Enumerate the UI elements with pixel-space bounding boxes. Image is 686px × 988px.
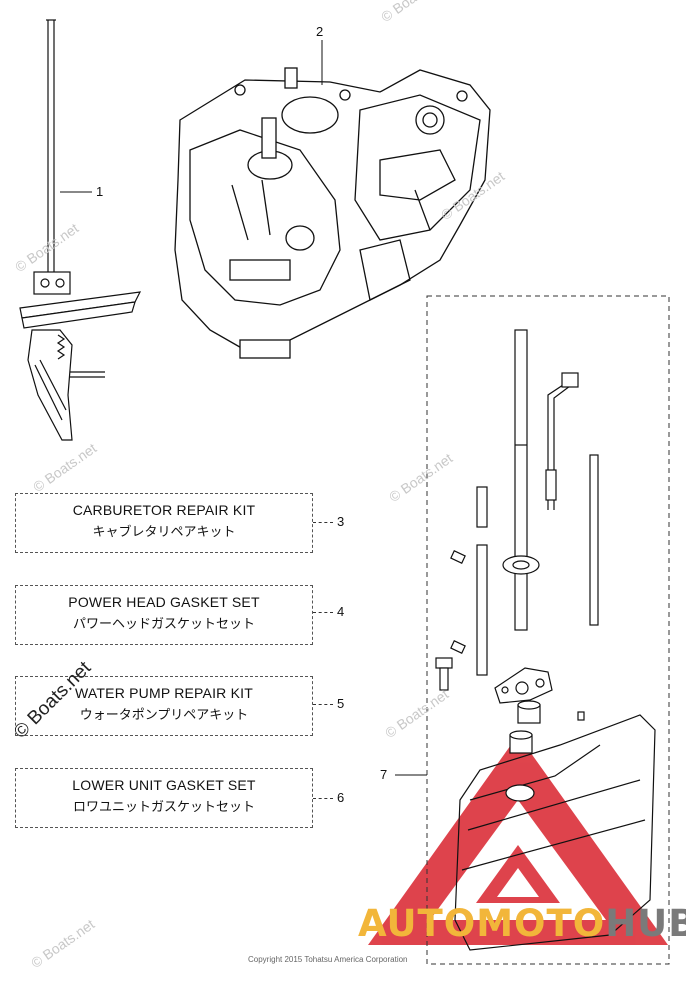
kit-name-en: WATER PUMP REPAIR KIT <box>75 685 253 701</box>
drive-shaft-assembly-illustration <box>19 19 142 441</box>
kit-name-en: POWER HEAD GASKET SET <box>68 594 260 610</box>
item-7-group-outline <box>426 295 670 965</box>
kit-name-en: LOWER UNIT GASKET SET <box>72 777 256 793</box>
leader-line <box>313 612 333 613</box>
callout-4: 4 <box>337 604 345 619</box>
brand-part2: HUB <box>605 902 686 945</box>
kit-name-jp: ウォータポンプリペアキット <box>79 708 249 723</box>
kit-box-lower-unit-gasket: LOWER UNIT GASKET SET ロワユニットガスケットセット <box>15 768 313 828</box>
callout-1: 1 <box>96 184 104 199</box>
leader-line <box>313 798 333 799</box>
callout-3: 3 <box>337 514 345 529</box>
kit-name-jp: ロワユニットガスケットセット <box>72 800 255 815</box>
copyright-text: Copyright 2015 Tohatsu America Corporati… <box>248 955 408 964</box>
kit-box-power-head-gasket: POWER HEAD GASKET SET パワーヘッドガスケットセット <box>15 585 313 645</box>
callout-5: 5 <box>337 696 345 711</box>
kit-name-jp: キャブレタリペアキット <box>92 525 236 540</box>
callout-7: 7 <box>380 767 388 782</box>
callout-2: 2 <box>316 24 324 39</box>
callout-6: 6 <box>337 790 345 805</box>
carburetor-body-illustration <box>174 67 491 359</box>
kit-box-carburetor-repair: CARBURETOR REPAIR KIT キャブレタリペアキット <box>15 493 313 553</box>
leader-line <box>313 522 333 523</box>
leader-line <box>313 704 333 705</box>
kit-name-jp: パワーヘッドガスケットセット <box>72 617 255 632</box>
automotohub-brand: AUTOMOTOHUB <box>358 902 686 945</box>
automotohub-logo-icon <box>368 735 668 945</box>
brand-part1: AUTOMOTO <box>358 902 606 945</box>
kit-box-water-pump-repair: WATER PUMP REPAIR KIT ウォータポンプリペアキット <box>15 676 313 736</box>
water-pump-parts-illustration <box>435 329 656 951</box>
kit-name-en: CARBURETOR REPAIR KIT <box>72 502 256 518</box>
